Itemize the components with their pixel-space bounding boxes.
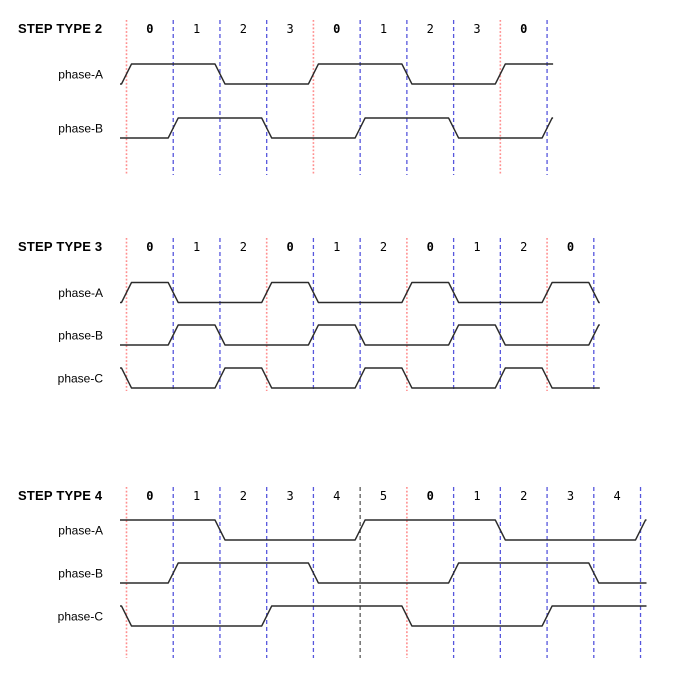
step-type-2-step-label-6: 2	[427, 22, 434, 36]
step-type-4-step-label-5: 5	[380, 489, 387, 503]
step-type-3-step-label-3: 0	[286, 240, 293, 254]
step-type-4-title: STEP TYPE 4	[18, 488, 103, 503]
step-type-2-title: STEP TYPE 2	[18, 21, 102, 36]
step-type-2-step-label-2: 2	[240, 22, 247, 36]
step-type-3-phase-C-waveform	[120, 367, 600, 389]
step-type-2-step-label-1: 1	[193, 22, 200, 36]
step-type-3-step-label-1: 1	[193, 240, 200, 254]
step-type-3-step-label-5: 2	[380, 240, 387, 254]
step-type-2-phase-B-waveform	[120, 117, 554, 139]
step-type-3-title: STEP TYPE 3	[18, 239, 102, 254]
step-type-4-phase-A-waveform	[120, 519, 647, 541]
step-type-4-phase-B-label: phase-B	[58, 567, 103, 581]
step-type-4-step-label-7: 1	[473, 489, 480, 503]
step-type-4-step-label-0: 0	[146, 489, 153, 503]
step-type-3-phase-C-label: phase-C	[58, 372, 104, 386]
step-type-2-step-label-7: 3	[473, 22, 480, 36]
step-type-2-step-label-8: 0	[520, 22, 527, 36]
step-type-3-step-label-7: 1	[473, 240, 480, 254]
step-type-4-step-label-2: 2	[240, 489, 247, 503]
step-type-2-section: STEP TYPE 2 0 1 2 3 0 1 2 3 0 phase-A phase-B	[18, 20, 554, 175]
step-type-3-phase-B-label: phase-B	[58, 329, 103, 343]
step-type-4-step-label-8: 2	[520, 489, 527, 503]
step-type-3-step-label-9: 0	[567, 240, 574, 254]
step-type-2-step-label-3: 3	[286, 22, 293, 36]
step-type-4-step-label-9: 3	[567, 489, 574, 503]
step-type-4-section: STEP TYPE 4 0 1 2 3 4 5 0 1 2 3 4 phase-A phase-B phas…	[18, 487, 647, 658]
step-type-2-step-label-0: 0	[146, 22, 153, 36]
step-type-4-step-label-3: 3	[286, 489, 293, 503]
step-type-3-phase-A-waveform	[120, 281, 600, 304]
step-type-3-phase-A-label: phase-A	[58, 286, 103, 300]
step-type-4-step-label-4: 4	[333, 489, 340, 503]
step-type-4-phase-C-label: phase-C	[58, 610, 104, 624]
step-type-3-section: STEP TYPE 3 0 1 2 0 1 2 0 1 2 0 phase-A phase-B phase…	[18, 238, 600, 391]
step-type-2-phase-B-label: phase-B	[58, 122, 103, 136]
step-type-2-step-label-5: 1	[380, 22, 387, 36]
step-type-3-step-label-8: 2	[520, 240, 527, 254]
step-type-4-phase-A-label: phase-A	[58, 524, 103, 538]
step-type-2-phase-A-waveform	[120, 63, 554, 85]
step-type-4-phase-B-waveform	[120, 562, 647, 584]
step-type-3-step-label-0: 0	[146, 240, 153, 254]
step-type-3-step-label-4: 1	[333, 240, 340, 254]
step-type-3-phase-B-waveform	[120, 324, 600, 346]
step-type-2-phase-A-label: phase-A	[58, 68, 103, 82]
step-type-3-step-label-2: 2	[240, 240, 247, 254]
step-type-4-step-label-10: 4	[614, 489, 621, 503]
step-type-4-step-label-1: 1	[193, 489, 200, 503]
step-type-4-step-label-6: 0	[427, 489, 434, 503]
step-type-2-step-label-4: 0	[333, 22, 340, 36]
step-type-3-step-label-6: 0	[427, 240, 434, 254]
step-type-4-phase-C-waveform	[120, 605, 647, 627]
